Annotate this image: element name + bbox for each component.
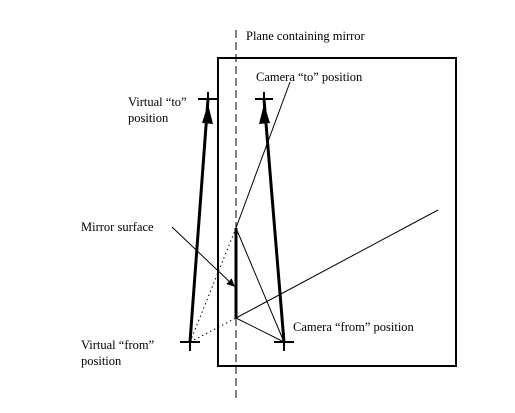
camera-to-label: Camera “to” position	[256, 70, 363, 84]
scene-boundary-rect	[217, 57, 457, 367]
virtual-from-label-line2: position	[81, 354, 122, 368]
plane-label: Plane containing mirror	[246, 29, 366, 43]
virtual-view-arrowhead	[202, 104, 213, 124]
mirror-surface-label: Mirror surface	[81, 220, 154, 234]
mirror-surface-leader	[171, 226, 235, 287]
virtual-from-label-line1: Virtual “from”	[81, 338, 154, 352]
virtual-to-label-line1: Virtual “to”	[128, 95, 187, 109]
virtual-view-line	[188, 98, 210, 343]
camera-view-arrowhead	[259, 104, 270, 124]
reflection-rays	[235, 81, 439, 343]
camera-from-label: Camera “from” position	[293, 320, 415, 334]
virtual-to-label-line2: position	[128, 111, 169, 125]
camera-view-line	[262, 98, 286, 343]
